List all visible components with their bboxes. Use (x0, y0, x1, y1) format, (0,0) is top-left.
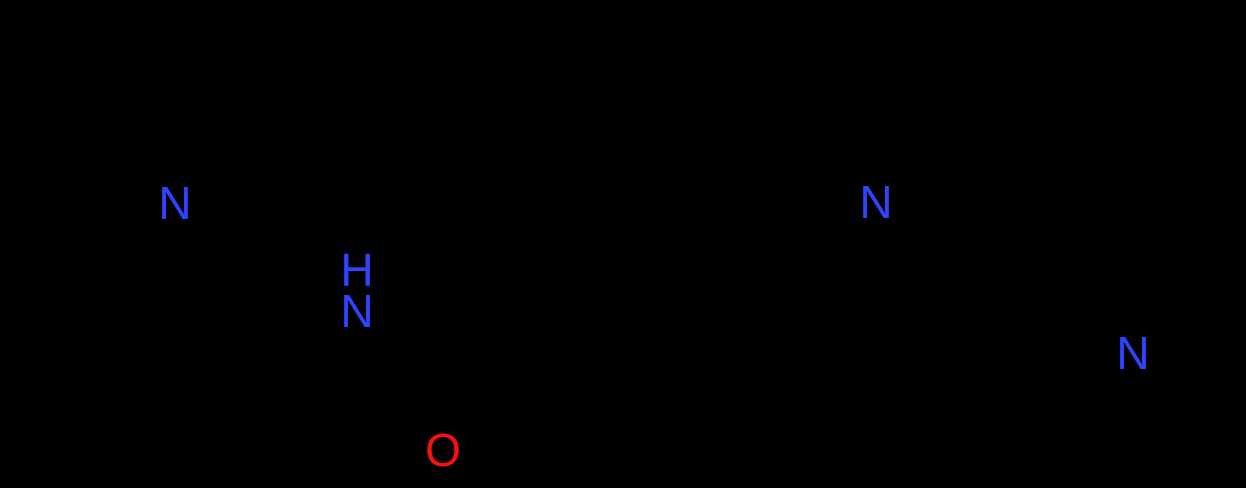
bond-b4 (9, 182, 153, 206)
bond-b28 (1107, 92, 1228, 118)
bond-b5 (147, 17, 203, 188)
bond-b18-b (624, 117, 722, 177)
bond-b22 (737, 167, 853, 203)
bond-layer (7, 0, 1228, 473)
bond-b34 (977, 397, 1043, 473)
atom-halo-n-left (153, 181, 197, 225)
bond-b32 (1137, 387, 1163, 463)
bond-b24 (897, 27, 1013, 63)
bond-b20-b (624, 293, 722, 353)
bond-b12 (327, 132, 433, 263)
atom-halo-n-right-top (854, 180, 898, 224)
bond-b15 (427, 297, 503, 423)
bond-b3 (7, 37, 15, 188)
bond-b20-a (617, 297, 743, 373)
bond-b29 (873, 227, 963, 343)
bond-b17 (497, 97, 623, 173)
bond-b30 (957, 337, 1108, 368)
bond-b1 (7, 7, 65, 43)
bond-b26 (1107, 92, 1183, 193)
atom-label-n-right-top: N (859, 176, 892, 228)
bond-b10 (147, 297, 303, 333)
bond-b36 (1007, 0, 1063, 33)
bond-b35 (957, 337, 983, 403)
bond-b21 (497, 297, 623, 373)
bond-b18-a (617, 97, 743, 173)
atom-label-o-carbonyl: O (425, 424, 461, 476)
atom-halo-n-right-low (1111, 331, 1155, 375)
bond-b11 (197, 132, 333, 188)
bond-b23 (873, 57, 903, 173)
atom-label-n-right-low: N (1116, 327, 1149, 379)
atom-halo-h-amide (335, 248, 379, 292)
bond-b25 (1007, 27, 1113, 98)
bond-b27 (1157, 187, 1183, 323)
atom-halo-o-carbonyl (421, 428, 465, 472)
bond-b33 (1037, 457, 1143, 473)
bond-b6 (197, 219, 303, 303)
bond-b13 (354, 332, 433, 423)
atom-label-n-amide: N (340, 285, 373, 337)
atom-label-n-left: N (158, 177, 191, 229)
bond-b2 (59, 7, 153, 23)
atom-label-h-amide: H (340, 244, 373, 296)
atom-halo-n-amide (335, 289, 379, 333)
